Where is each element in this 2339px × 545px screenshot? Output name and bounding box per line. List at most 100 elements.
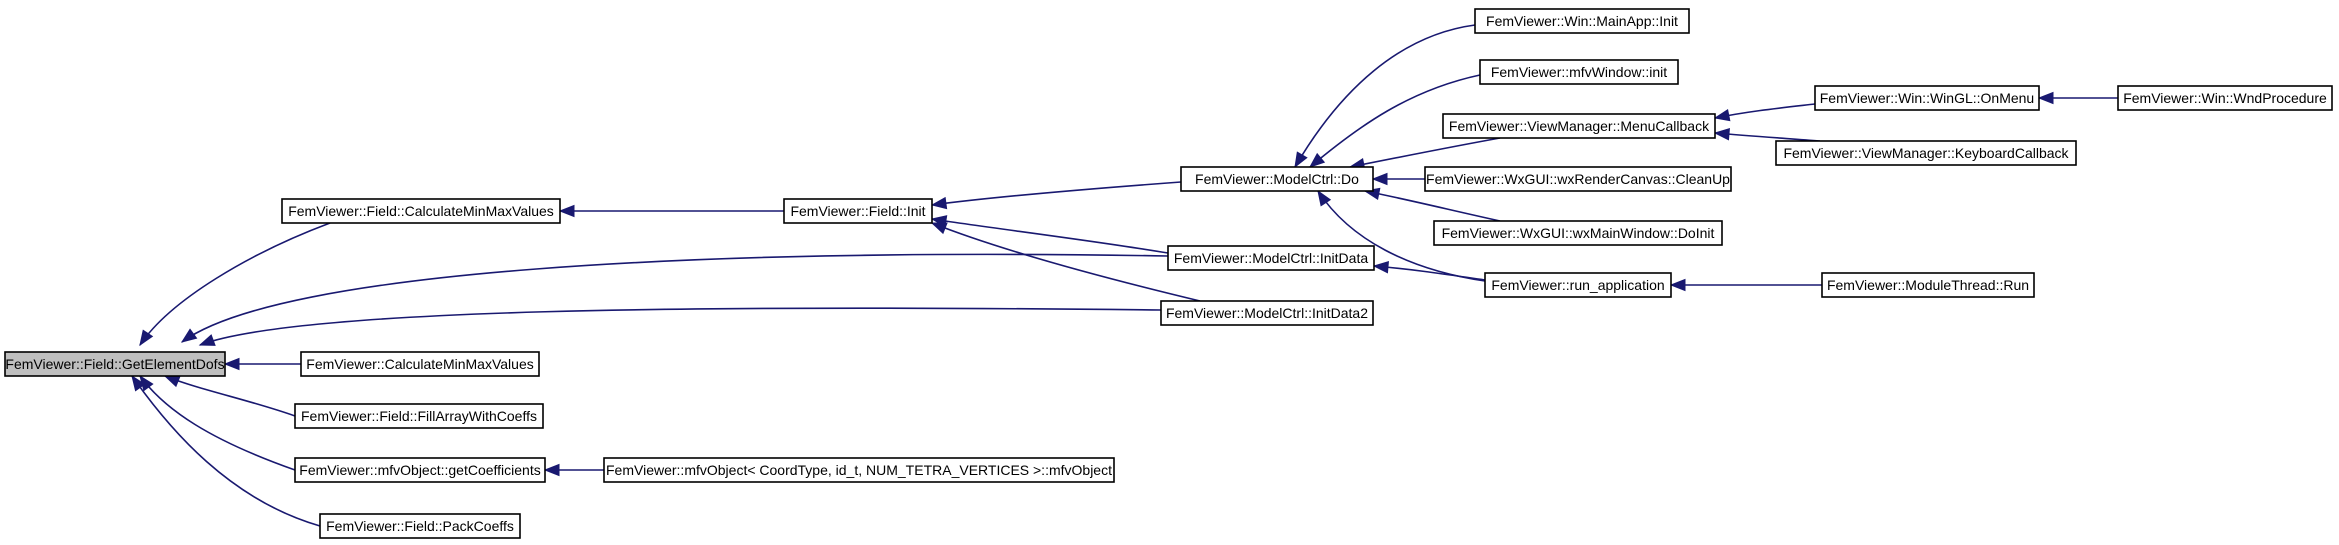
edges-layer (131, 24, 2118, 527)
node-box (1433, 220, 1723, 246)
node-label: FemViewer::mfvWindow::init (1491, 64, 1667, 80)
node-label: FemViewer::Win::WndProcedure (2123, 90, 2327, 106)
node-label: FemViewer::Field::GetElementDofs (5, 356, 224, 372)
node-label: FemViewer::Field::PackCoeffs (326, 518, 514, 534)
arrowhead-icon (1713, 109, 1731, 122)
arrowhead-icon (1372, 261, 1389, 274)
call-edge-getCoefficients-to-getElementDofs (139, 374, 296, 471)
arrowhead-icon (558, 204, 575, 218)
node-ctrlInitData2[interactable]: FemViewer::ModelCtrl::InitData2 (1160, 300, 1374, 326)
node-getElementDofs[interactable]: FemViewer::Field::GetElementDofs (4, 351, 226, 377)
node-mfvWindowInit[interactable]: FemViewer::mfvWindow::init (1479, 59, 1679, 85)
node-ctrlInitData[interactable]: FemViewer::ModelCtrl::InitData (1167, 245, 1375, 271)
node-label: FemViewer::Field::Init (790, 203, 925, 219)
node-label: FemViewer::Win::WinGL::OnMenu (1820, 90, 2034, 106)
edge-line (1349, 137, 1501, 168)
nodes-layer: FemViewer::Field::GetElementDofsFemViewe… (4, 8, 2333, 539)
arrowhead-icon (543, 463, 560, 477)
arrowhead-icon (1371, 172, 1388, 186)
arrowhead-icon (180, 328, 198, 343)
edge-line (1364, 190, 1501, 222)
node-fieldInit[interactable]: FemViewer::Field::Init (783, 198, 933, 224)
edge-line (164, 375, 296, 417)
node-box (281, 198, 561, 224)
call-edge-ctrlInitData2-to-fieldInit (930, 222, 1201, 302)
node-mfvObjectCtor[interactable]: FemViewer::mfvObject< CoordType, id_t, N… (603, 457, 1115, 483)
node-box (1167, 245, 1375, 271)
arrowhead-icon (1713, 128, 1730, 141)
call-edge-menuCallback-to-ctrlDo (1348, 137, 1501, 171)
node-box (1484, 272, 1672, 298)
node-box (1180, 166, 1374, 192)
node-box (1775, 140, 2077, 166)
node-cleanUp[interactable]: FemViewer::WxGUI::wxRenderCanvas::CleanU… (1424, 166, 1732, 192)
call-edge-ctrlInitData2-to-getElementDofs (198, 307, 1162, 346)
node-label: FemViewer::CalculateMinMaxValues (306, 356, 533, 372)
node-ctrlDo[interactable]: FemViewer::ModelCtrl::Do (1180, 166, 1374, 192)
node-box (1424, 166, 1732, 192)
call-edge-onMenu-to-menuCallback (1713, 103, 1816, 122)
call-edge-mfvObjectCtor-to-getCoefficients (543, 463, 604, 477)
edge-line (1714, 103, 1816, 119)
arrowhead-icon (1317, 189, 1332, 207)
call-edge-cleanUp-to-ctrlDo (1371, 172, 1425, 186)
call-edge-ctrlDo-to-fieldInit (930, 181, 1182, 210)
node-box (603, 457, 1115, 483)
node-packCoeffs[interactable]: FemViewer::Field::PackCoeffs (319, 513, 521, 539)
node-calcMinMax[interactable]: FemViewer::CalculateMinMaxValues (300, 351, 540, 377)
arrowhead-icon (930, 196, 948, 210)
call-edge-mainAppInit-to-ctrlDo (1294, 24, 1476, 169)
node-box (4, 351, 226, 377)
edge-line (931, 218, 1169, 254)
edge-line (139, 222, 331, 346)
node-runApplication[interactable]: FemViewer::run_application (1484, 272, 1672, 298)
edge-line (1714, 132, 1821, 142)
arrowhead-icon (139, 329, 154, 347)
call-edge-ctrlInitData-to-fieldInit (930, 215, 1169, 254)
node-label: FemViewer::ModelCtrl::Do (1195, 171, 1359, 187)
node-doInit[interactable]: FemViewer::WxGUI::wxMainWindow::DoInit (1433, 220, 1723, 246)
node-label: FemViewer::run_application (1491, 277, 1664, 293)
node-box (2117, 85, 2333, 111)
node-label: FemViewer::WxGUI::wxRenderCanvas::CleanU… (1426, 171, 1730, 187)
arrowhead-icon (2037, 91, 2054, 105)
node-fieldCalcMinMax[interactable]: FemViewer::Field::CalculateMinMaxValues (281, 198, 561, 224)
call-edge-fillArray-to-getElementDofs (163, 375, 296, 417)
node-label: FemViewer::ModelCtrl::InitData2 (1166, 305, 1368, 321)
node-label: FemViewer::ViewManager::MenuCallback (1449, 118, 1710, 134)
node-box (1814, 85, 2040, 111)
edge-line (139, 375, 296, 471)
node-mainAppInit[interactable]: FemViewer::Win::MainApp::Init (1474, 8, 1690, 34)
node-menuCallback[interactable]: FemViewer::ViewManager::MenuCallback (1442, 113, 1716, 139)
arrowhead-icon (1308, 152, 1326, 168)
call-edge-fieldCalcMinMax-to-getElementDofs (139, 222, 331, 347)
node-moduleRun[interactable]: FemViewer::ModuleThread::Run (1821, 272, 2035, 298)
arrowhead-icon (163, 375, 181, 388)
node-label: FemViewer::Field::CalculateMinMaxValues (288, 203, 554, 219)
node-label: FemViewer::WxGUI::wxMainWindow::DoInit (1442, 225, 1715, 241)
edge-line (181, 253, 1169, 343)
call-edge-wndProcedure-to-onMenu (2037, 91, 2118, 105)
call-edge-runApplication-to-ctrlInitData (1372, 261, 1486, 281)
node-keyboardCallback[interactable]: FemViewer::ViewManager::KeyboardCallback (1775, 140, 2077, 166)
node-label: FemViewer::Field::FillArrayWithCoeffs (301, 408, 537, 424)
node-box (319, 513, 521, 539)
node-onMenu[interactable]: FemViewer::Win::WinGL::OnMenu (1814, 85, 2040, 111)
call-edge-moduleRun-to-runApplication (1669, 278, 1822, 292)
node-label: FemViewer::ModelCtrl::InitData (1174, 250, 1368, 266)
node-wndProcedure[interactable]: FemViewer::Win::WndProcedure (2117, 85, 2333, 111)
edge-line (131, 375, 321, 527)
node-fillArray[interactable]: FemViewer::Field::FillArrayWithCoeffs (294, 403, 544, 429)
call-edge-mfvWindowInit-to-ctrlDo (1308, 74, 1481, 168)
node-getCoefficients[interactable]: FemViewer::mfvObject::getCoefficients (294, 457, 546, 483)
call-edge-fieldInit-to-fieldCalcMinMax (558, 204, 785, 218)
call-edge-doInit-to-ctrlDo (1363, 187, 1501, 222)
call-edge-ctrlInitData-to-getElementDofs (180, 253, 1169, 343)
call-edge-packCoeffs-to-getElementDofs (131, 374, 321, 527)
node-label: FemViewer::ModuleThread::Run (1827, 277, 2029, 293)
node-box (1479, 59, 1679, 85)
node-label: FemViewer::Win::MainApp::Init (1486, 13, 1678, 29)
call-edge-keyboardCallback-to-menuCallback (1713, 128, 1821, 142)
node-label: FemViewer::ViewManager::KeyboardCallback (1783, 145, 2069, 161)
arrowhead-icon (1294, 151, 1308, 169)
